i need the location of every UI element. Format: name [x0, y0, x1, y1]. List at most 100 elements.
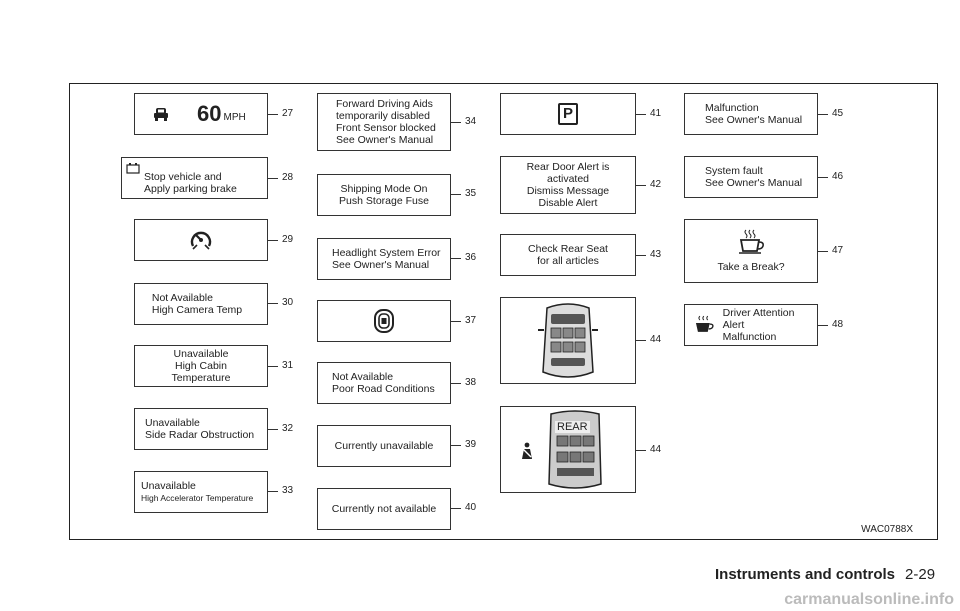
panel-36-text: Headlight System Error See Owner's Manua… — [332, 247, 441, 271]
figure-code: WAC0788X — [861, 524, 913, 535]
display-panel-40: Currently not available — [317, 488, 451, 530]
leader-42 — [636, 185, 646, 186]
leader-28 — [268, 178, 278, 179]
callout-43: 43 — [650, 249, 662, 260]
leader-40 — [451, 508, 461, 509]
callout-35: 35 — [465, 188, 477, 199]
leader-47 — [818, 251, 828, 252]
callout-37: 37 — [465, 315, 477, 326]
speed-unit: MPH — [223, 112, 246, 123]
panel-46-text: System fault See Owner's Manual — [705, 165, 803, 189]
display-panel-48: Driver Attention Alert Malfunction — [684, 304, 818, 346]
panel-43-text: Check Rear Seat for all articles — [528, 243, 608, 267]
leader-30 — [268, 303, 278, 304]
speed-value: 60 — [197, 101, 222, 126]
leader-35 — [451, 194, 461, 195]
callout-46: 46 — [832, 171, 844, 182]
display-panel-33: Unavailable High Accelerator Temperature — [134, 471, 268, 513]
display-panel-31: Unavailable High Cabin Temperature — [134, 345, 268, 387]
display-panel-28: Stop vehicle and Apply parking brake — [121, 157, 268, 199]
panel-45-text: Malfunction See Owner's Manual — [705, 102, 803, 126]
driver-attention-cup-icon — [695, 315, 714, 332]
callout-31: 31 — [282, 360, 294, 371]
leader-43 — [636, 255, 646, 256]
panel-42-text: Rear Door Alert is activated Dismiss Mes… — [526, 161, 610, 209]
callout-44b: 44 — [650, 444, 662, 455]
callout-41: 41 — [650, 108, 662, 119]
display-panel-45: Malfunction See Owner's Manual — [684, 93, 818, 135]
callout-34: 34 — [465, 116, 477, 127]
leader-44a — [636, 340, 646, 341]
display-panel-44-rear: REAR — [500, 406, 636, 493]
display-panel-37 — [317, 300, 451, 342]
page-number: 2-29 — [905, 566, 936, 583]
panel-47-text: Take a Break? — [717, 261, 785, 273]
display-panel-30: Not Available High Camera Temp — [134, 283, 268, 325]
section-title: Instruments and controls — [715, 566, 896, 583]
speedometer-warning-icon — [190, 231, 212, 250]
coffee-cup-icon — [739, 229, 764, 254]
sonar-vehicle-icon — [374, 309, 394, 333]
callout-45: 45 — [832, 108, 844, 119]
leader-37 — [451, 321, 461, 322]
leader-29 — [268, 240, 278, 241]
seatbelt-warning-icon — [522, 442, 532, 459]
panel-39-text: Currently unavailable — [334, 440, 434, 452]
panel-38-text: Not Available Poor Road Conditions — [332, 371, 435, 395]
leader-34 — [451, 122, 461, 123]
panel-32-text: Unavailable Side Radar Obstruction — [145, 417, 255, 441]
display-panel-29 — [134, 219, 268, 261]
leader-31 — [268, 366, 278, 367]
display-panel-38: Not Available Poor Road Conditions — [317, 362, 451, 404]
callout-48: 48 — [832, 319, 844, 330]
panel-33-line2: High Accelerator Temperature — [141, 493, 254, 503]
leader-48 — [818, 325, 828, 326]
leader-39 — [451, 445, 461, 446]
panel-48-text: Driver Attention Alert Malfunction — [722, 307, 795, 343]
leader-36 — [451, 258, 461, 259]
panel-30-text: Not Available High Camera Temp — [151, 292, 243, 316]
display-panel-34: Forward Driving Aids temporarily disable… — [317, 93, 451, 151]
callout-47: 47 — [832, 245, 844, 256]
display-panel-35: Shipping Mode On Push Storage Fuse — [317, 174, 451, 216]
display-panel-27: 60 MPH — [134, 93, 268, 135]
leader-27 — [268, 114, 278, 115]
battery-icon — [126, 163, 140, 174]
leader-41 — [636, 114, 646, 115]
callout-29: 29 — [282, 234, 294, 245]
leader-33 — [268, 491, 278, 492]
leader-44b — [636, 450, 646, 451]
display-panel-47: Take a Break? — [684, 219, 818, 283]
leader-38 — [451, 383, 461, 384]
display-panel-42: Rear Door Alert is activated Dismiss Mes… — [500, 156, 636, 214]
panel-31-text: Unavailable High Cabin Temperature — [171, 348, 231, 384]
display-panel-32: Unavailable Side Radar Obstruction — [134, 408, 268, 450]
display-panel-39: Currently unavailable — [317, 425, 451, 467]
rear-label: REAR — [555, 421, 590, 433]
figure-frame: WAC0788X — [69, 83, 938, 540]
leader-45 — [818, 114, 828, 115]
display-panel-36: Headlight System Error See Owner's Manua… — [317, 238, 451, 280]
panel-28-text: Stop vehicle and Apply parking brake — [144, 171, 237, 195]
callout-36: 36 — [465, 252, 477, 263]
callout-28: 28 — [282, 172, 294, 183]
panel-33-line1: Unavailable — [141, 480, 196, 492]
leader-32 — [268, 429, 278, 430]
callout-30: 30 — [282, 297, 294, 308]
leader-46 — [818, 177, 828, 178]
vehicle-top-view-icon — [538, 302, 598, 378]
panel-40-text: Currently not available — [331, 503, 437, 515]
watermark: carmanualsonline.info — [784, 591, 954, 608]
callout-39: 39 — [465, 439, 477, 450]
page-footer: Instruments and controls 2-29 — [715, 566, 935, 583]
panel-34-text: Forward Driving Aids temporarily disable… — [336, 98, 436, 146]
display-panel-43: Check Rear Seat for all articles — [500, 234, 636, 276]
panel-35-text: Shipping Mode On Push Storage Fuse — [339, 183, 429, 207]
display-panel-44-vehicle — [500, 297, 636, 384]
callout-40: 40 — [465, 502, 477, 513]
display-panel-41: P — [500, 93, 636, 135]
display-panel-46: System fault See Owner's Manual — [684, 156, 818, 198]
callout-38: 38 — [465, 377, 477, 388]
callout-33: 33 — [282, 485, 294, 496]
callout-32: 32 — [282, 423, 294, 434]
